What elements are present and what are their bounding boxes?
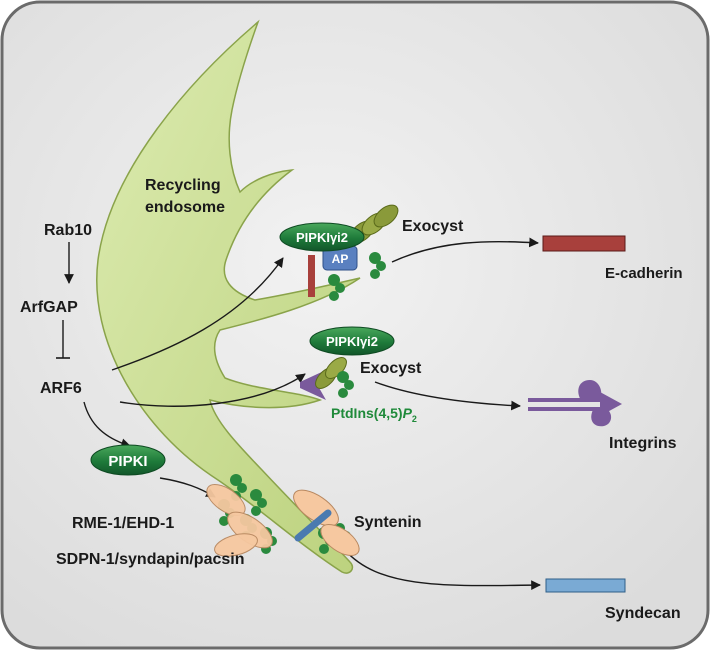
- lipid-cluster: [250, 489, 267, 516]
- label-ptdins-sub: 2: [412, 414, 417, 424]
- arrow-arf6-pipki-mid: [119, 373, 306, 407]
- pill-pipki-gamma-mid-label: PIPKIγi2: [326, 334, 378, 349]
- lipid-cluster: [337, 371, 354, 398]
- label-exocyst-mid: Exocyst: [360, 360, 422, 377]
- label-syntenin: Syntenin: [354, 514, 422, 531]
- label-ecadherin: E-cadherin: [605, 265, 683, 282]
- label-rab10: Rab10: [44, 222, 92, 239]
- pill-pipki: PIPKI: [90, 444, 166, 476]
- label-ptdins: PtdIns(4,5)P2: [331, 405, 417, 424]
- label-integrins: Integrins: [609, 435, 677, 452]
- pill-pipki-gamma-top-label: PIPKIγi2: [296, 230, 348, 245]
- ecadherin-bar: [542, 235, 626, 252]
- label-rme1: RME-1/EHD-1: [72, 515, 174, 532]
- exocyst-mid-complex: [315, 357, 347, 389]
- pill-pipki-gamma-mid: PIPKIγi2: [309, 326, 395, 356]
- label-ptdins-main: PtdIns(4,5): [331, 405, 403, 421]
- lipid-cluster: [369, 252, 386, 279]
- label-syndecan: Syndecan: [605, 605, 681, 622]
- pill-pipki-label: PIPKI: [108, 453, 147, 470]
- syntenin-complex: [293, 489, 360, 557]
- syndecan-bar: [545, 578, 626, 593]
- ecadherin-endosome: [308, 255, 315, 297]
- arrow-to-integrins: [374, 381, 521, 411]
- label-ptdins-p: P: [403, 405, 413, 421]
- label-endosome: endosome: [145, 199, 225, 216]
- arrow-to-syndecan: [344, 549, 541, 590]
- lipid-cluster: [328, 274, 345, 301]
- label-exocyst-top: Exocyst: [402, 218, 464, 235]
- arrow-arf6-pipki: [83, 401, 131, 448]
- integrin-receptor: [528, 380, 622, 427]
- label-recycling: Recycling: [145, 177, 221, 194]
- label-arfgap: ArfGAP: [20, 299, 78, 316]
- arrow-arf6-pipki-top: [111, 257, 284, 371]
- label-sdpn1: SDPN-1/syndapin/pacsin: [56, 551, 245, 568]
- ap-label: AP: [332, 252, 349, 266]
- recycling-endosome: [96, 19, 361, 574]
- rme1-syndapin-blobs: [206, 483, 273, 557]
- label-arf6: ARF6: [40, 380, 82, 397]
- arrow-to-ecadherin: [391, 237, 539, 263]
- pill-pipki-gamma-top: PIPKIγi2: [279, 222, 365, 252]
